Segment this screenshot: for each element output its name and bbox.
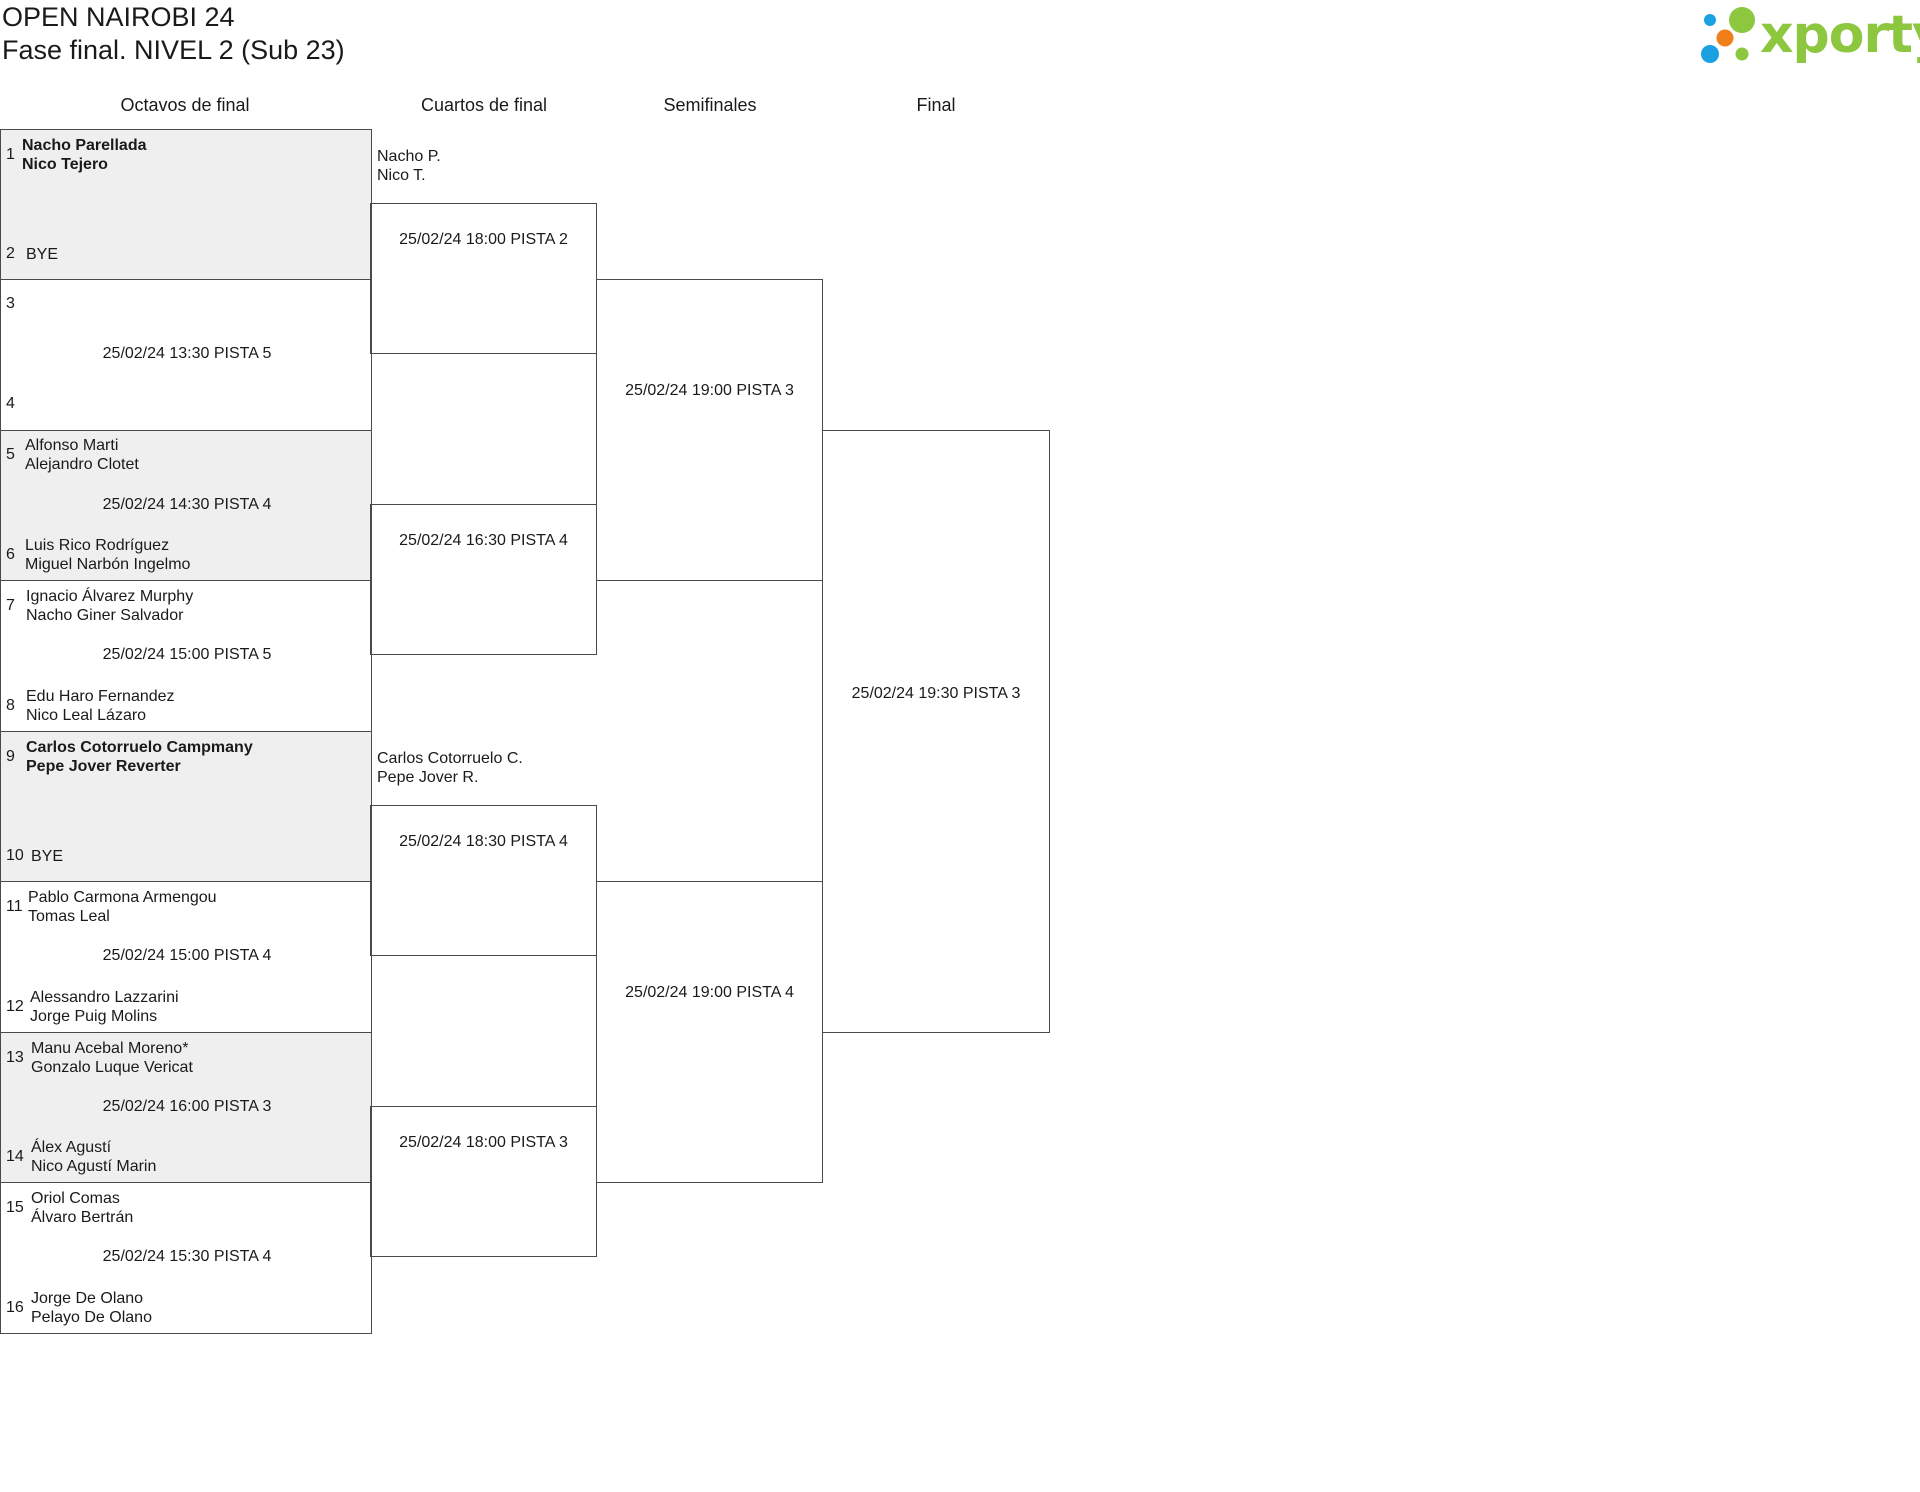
player-name: Manu Acebal Moreno* [31,1040,189,1057]
r16-match-5: 9 Carlos Cotorruelo Campmany Pepe Jover … [0,731,372,882]
player-name: Tomas Leal [28,908,110,925]
match-time: 25/02/24 15:00 PISTA 4 [102,947,272,964]
r16-match-8: 15 Oriol Comas Álvaro Bertrán 25/02/24 1… [0,1182,372,1334]
player-name: Nacho Giner Salvador [26,607,184,624]
player-name: Carlos Cotorruelo Campmany [26,739,253,756]
seed-number: 5 [6,446,15,463]
r16-match-4: 7 Ignacio Álvarez Murphy Nacho Giner Sal… [0,580,372,732]
seed-number: 2 [6,245,15,262]
match-time: 25/02/24 16:30 PISTA 4 [399,532,568,549]
page-subtitle: Fase final. NIVEL 2 (Sub 23) [2,35,345,65]
player-name: Oriol Comas [31,1190,120,1207]
player-name: Luis Rico Rodríguez [25,537,170,554]
player-name: BYE [31,848,64,865]
player-name: Edu Haro Fernandez [26,688,175,705]
match-time: 25/02/24 16:00 PISTA 3 [102,1098,272,1115]
player-name: Jorge De Olano [31,1290,144,1307]
r16-match-1: 1 Nacho Parellada Nico Tejero 2 BYE [0,129,372,280]
r16-match-6: 11 Pablo Carmona Armengou Tomas Leal 25/… [0,881,372,1033]
advanced-player: Pepe Jover R. [377,769,479,786]
player-name: Pelayo De Olano [31,1309,152,1326]
seed-number: 10 [6,847,24,864]
seed-number: 9 [6,748,15,765]
player-name: Nacho Parellada [22,137,147,154]
seed-number: 6 [6,546,15,563]
match-time: 25/02/24 13:30 PISTA 5 [102,345,272,362]
sf-match-2: 25/02/24 19:00 PISTA 4 [596,881,823,1183]
qf-match-3: 25/02/24 18:30 PISTA 4 [370,805,597,956]
match-time: 25/02/24 19:00 PISTA 3 [625,382,794,399]
qf-match-2: 25/02/24 16:30 PISTA 4 [370,504,597,655]
player-name: Alfonso Marti [25,437,119,454]
advanced-player: Nico T. [377,167,426,184]
advanced-player: Carlos Cotorruelo C. [377,750,523,767]
qf-match-1: 25/02/24 18:00 PISTA 2 [370,203,597,354]
player-name: Álvaro Bertrán [31,1209,134,1226]
r16-match-2: 3 25/02/24 13:30 PISTA 5 4 [0,279,372,431]
player-name: Pablo Carmona Armengou [28,889,217,906]
player-name: BYE [26,246,59,263]
match-time: 25/02/24 19:30 PISTA 3 [851,685,1021,702]
seed-number: 13 [6,1049,24,1066]
round-header-sf: Semifinales [663,95,757,115]
player-name: Jorge Puig Molins [30,1008,158,1025]
seed-number: 4 [6,395,15,412]
seed-number: 12 [6,998,24,1015]
seed-number: 15 [6,1199,24,1216]
round-header-qf: Cuartos de final [420,95,548,115]
seed-number: 16 [6,1299,24,1316]
match-time: 25/02/24 15:00 PISTA 5 [102,646,272,663]
player-name: Pepe Jover Reverter [26,758,181,775]
player-name: Miguel Narbón Ingelmo [25,556,191,573]
match-time: 25/02/24 18:00 PISTA 3 [399,1134,568,1151]
player-name: Gonzalo Luque Vericat [31,1059,193,1076]
logo-dots-icon [1701,7,1755,63]
match-time: 25/02/24 19:00 PISTA 4 [625,984,794,1001]
player-name: Alejandro Clotet [25,456,139,473]
player-name: Alessandro Lazzarini [30,989,179,1006]
page-title: OPEN NAIROBI 24 [2,2,235,32]
final-match: 25/02/24 19:30 PISTA 3 [822,430,1050,1033]
r16-match-3: 5 Alfonso Marti Alejandro Clotet 25/02/2… [0,430,372,581]
sf-match-1: 25/02/24 19:00 PISTA 3 [596,279,823,581]
seed-number: 11 [6,898,23,915]
qf-match-4: 25/02/24 18:00 PISTA 3 [370,1106,597,1257]
match-time: 25/02/24 14:30 PISTA 4 [102,496,272,513]
seed-number: 3 [6,295,15,312]
advanced-player: Nacho P. [377,148,441,165]
player-name: Álex Agustí [31,1139,112,1156]
r16-match-7: 13 Manu Acebal Moreno* Gonzalo Luque Ver… [0,1032,372,1183]
player-name: Nico Leal Lázaro [26,707,147,724]
player-name: Nico Tejero [22,156,108,173]
round-header-r16: Octavos de final [120,95,250,115]
player-name: Nico Agustí Marin [31,1158,157,1175]
player-name: Ignacio Álvarez Murphy [26,588,194,605]
seed-number: 7 [6,597,15,614]
xporty-logo: xporty [1698,4,1920,68]
match-time: 25/02/24 18:00 PISTA 2 [399,231,568,248]
seed-number: 8 [6,697,15,714]
seed-number: 14 [6,1148,24,1165]
match-time: 25/02/24 18:30 PISTA 4 [399,833,568,850]
logo-text: xporty [1760,5,1920,65]
match-time: 25/02/24 15:30 PISTA 4 [102,1248,272,1265]
round-header-final: Final [916,95,956,115]
seed-number: 1 [6,146,15,163]
